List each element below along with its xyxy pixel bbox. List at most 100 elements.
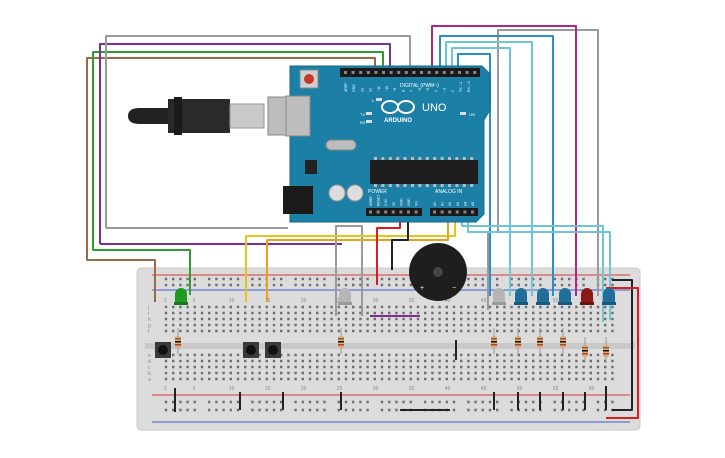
arduino-infinity-logo-icon (381, 100, 415, 114)
resistor[interactable] (515, 328, 521, 354)
wire-cyan-2[interactable] (451, 47, 511, 296)
led-green[interactable] (174, 288, 188, 305)
wire-grey-3[interactable] (335, 225, 363, 316)
analog-label: ANALOG IN (435, 189, 463, 195)
wire-black-rail[interactable] (612, 279, 633, 411)
row-letter: d (148, 359, 151, 365)
piezo-buzzer[interactable]: + − (409, 243, 467, 301)
arduino-model: UNO (422, 102, 447, 114)
wire-blue-2[interactable] (457, 53, 491, 296)
row-letter: j (147, 305, 149, 311)
push-button-3[interactable] (265, 342, 281, 358)
power-jack (283, 186, 313, 214)
pin-label: ~11 (377, 86, 381, 92)
wire-blue-1[interactable] (439, 35, 554, 296)
wire-magenta[interactable] (431, 25, 577, 296)
column-number: 35 (409, 298, 415, 304)
atmega-chip (370, 160, 478, 184)
wire-purple[interactable] (99, 43, 391, 244)
power-pin-label: 3.3V (384, 198, 388, 206)
analog-pin-label: A2 (448, 202, 452, 206)
analog-pin-label: A0 (433, 202, 437, 206)
column-number: 60 (589, 386, 595, 392)
column-number: 35 (409, 386, 415, 392)
pin-label: ~6 (418, 88, 422, 92)
reset-button-icon[interactable] (299, 69, 319, 89)
row-letter: i (148, 311, 149, 317)
wire-red-rail[interactable] (606, 287, 639, 419)
column-number: 55 (553, 386, 559, 392)
row-letter: c (148, 365, 151, 371)
pin-label: RX←0 (467, 81, 471, 92)
l-label: L (372, 98, 375, 103)
column-number: 40 (445, 298, 451, 304)
resistor[interactable] (175, 328, 181, 354)
column-number: 10 (229, 298, 235, 304)
wire-green[interactable] (92, 51, 384, 295)
column-number: 20 (301, 386, 307, 392)
row-letter: e (148, 353, 151, 359)
on-label: ON (469, 112, 475, 117)
resistor[interactable] (582, 337, 588, 363)
push-button-1[interactable] (155, 342, 171, 358)
resistor[interactable] (560, 328, 566, 354)
pin-label: GND (352, 84, 356, 92)
column-number: 50 (517, 386, 523, 392)
pin-label: 8 (401, 90, 405, 92)
column-number: 5 (193, 386, 196, 392)
pin-label: 13 (360, 88, 364, 92)
tx-label: TX (360, 112, 365, 117)
led-grey-2[interactable] (492, 288, 506, 305)
resistor[interactable] (338, 328, 344, 354)
wire-yellow[interactable] (245, 212, 456, 302)
wire-cyan-1[interactable] (445, 41, 533, 296)
row-letter: f (148, 329, 150, 335)
row-letter: a (148, 377, 151, 383)
power-pin-label: RESET (377, 195, 381, 206)
led-blue-4[interactable] (602, 288, 616, 305)
wire-black[interactable] (391, 212, 409, 270)
pin-label: ~5 (426, 88, 430, 92)
analog-pin-label: A5 (471, 202, 475, 206)
analog-pin-label: A4 (463, 202, 467, 206)
column-number: 55 (553, 298, 559, 304)
row-letter: h (148, 317, 151, 323)
column-number: 10 (229, 386, 235, 392)
pin-label: 4 (434, 90, 438, 92)
resistor[interactable] (491, 328, 497, 354)
power-label: POWER (368, 189, 387, 195)
analog-pin-label: A1 (441, 202, 445, 206)
row-letter: g (148, 323, 151, 329)
column-number: 1 (164, 386, 167, 392)
led-grey-1[interactable] (338, 288, 352, 305)
rx-label: RX (360, 120, 366, 125)
wires (86, 25, 639, 419)
analog-pin-label: A3 (456, 202, 460, 206)
buzzer-minus: − (452, 285, 456, 292)
led-blue-3[interactable] (558, 288, 572, 305)
power-pin-label: GND (399, 198, 403, 206)
wire-grey-4[interactable] (487, 29, 599, 310)
power-pin-label: GND (407, 198, 411, 206)
pin-label: ~9 (393, 88, 397, 92)
wire-orange[interactable] (266, 212, 449, 302)
wire-grey[interactable] (105, 35, 411, 228)
digital-label: DIGITAL (PWM~) (400, 83, 439, 89)
resistor[interactable] (537, 328, 543, 354)
push-button-2[interactable] (243, 342, 259, 358)
column-number: 45 (481, 298, 487, 304)
wire-brown[interactable] (86, 57, 376, 302)
pin-label: TX→1 (459, 82, 463, 92)
led-blue-1[interactable] (514, 288, 528, 305)
led-blue-2[interactable] (536, 288, 550, 305)
usb-plug-icon (128, 96, 299, 136)
power-pin-label: 5V (392, 201, 396, 206)
resistor[interactable] (603, 337, 609, 363)
led-red[interactable] (580, 288, 594, 305)
arduino-brand: ARDUINO (384, 118, 412, 124)
pin-label: ~3 (442, 88, 446, 92)
column-number: 30 (373, 298, 379, 304)
